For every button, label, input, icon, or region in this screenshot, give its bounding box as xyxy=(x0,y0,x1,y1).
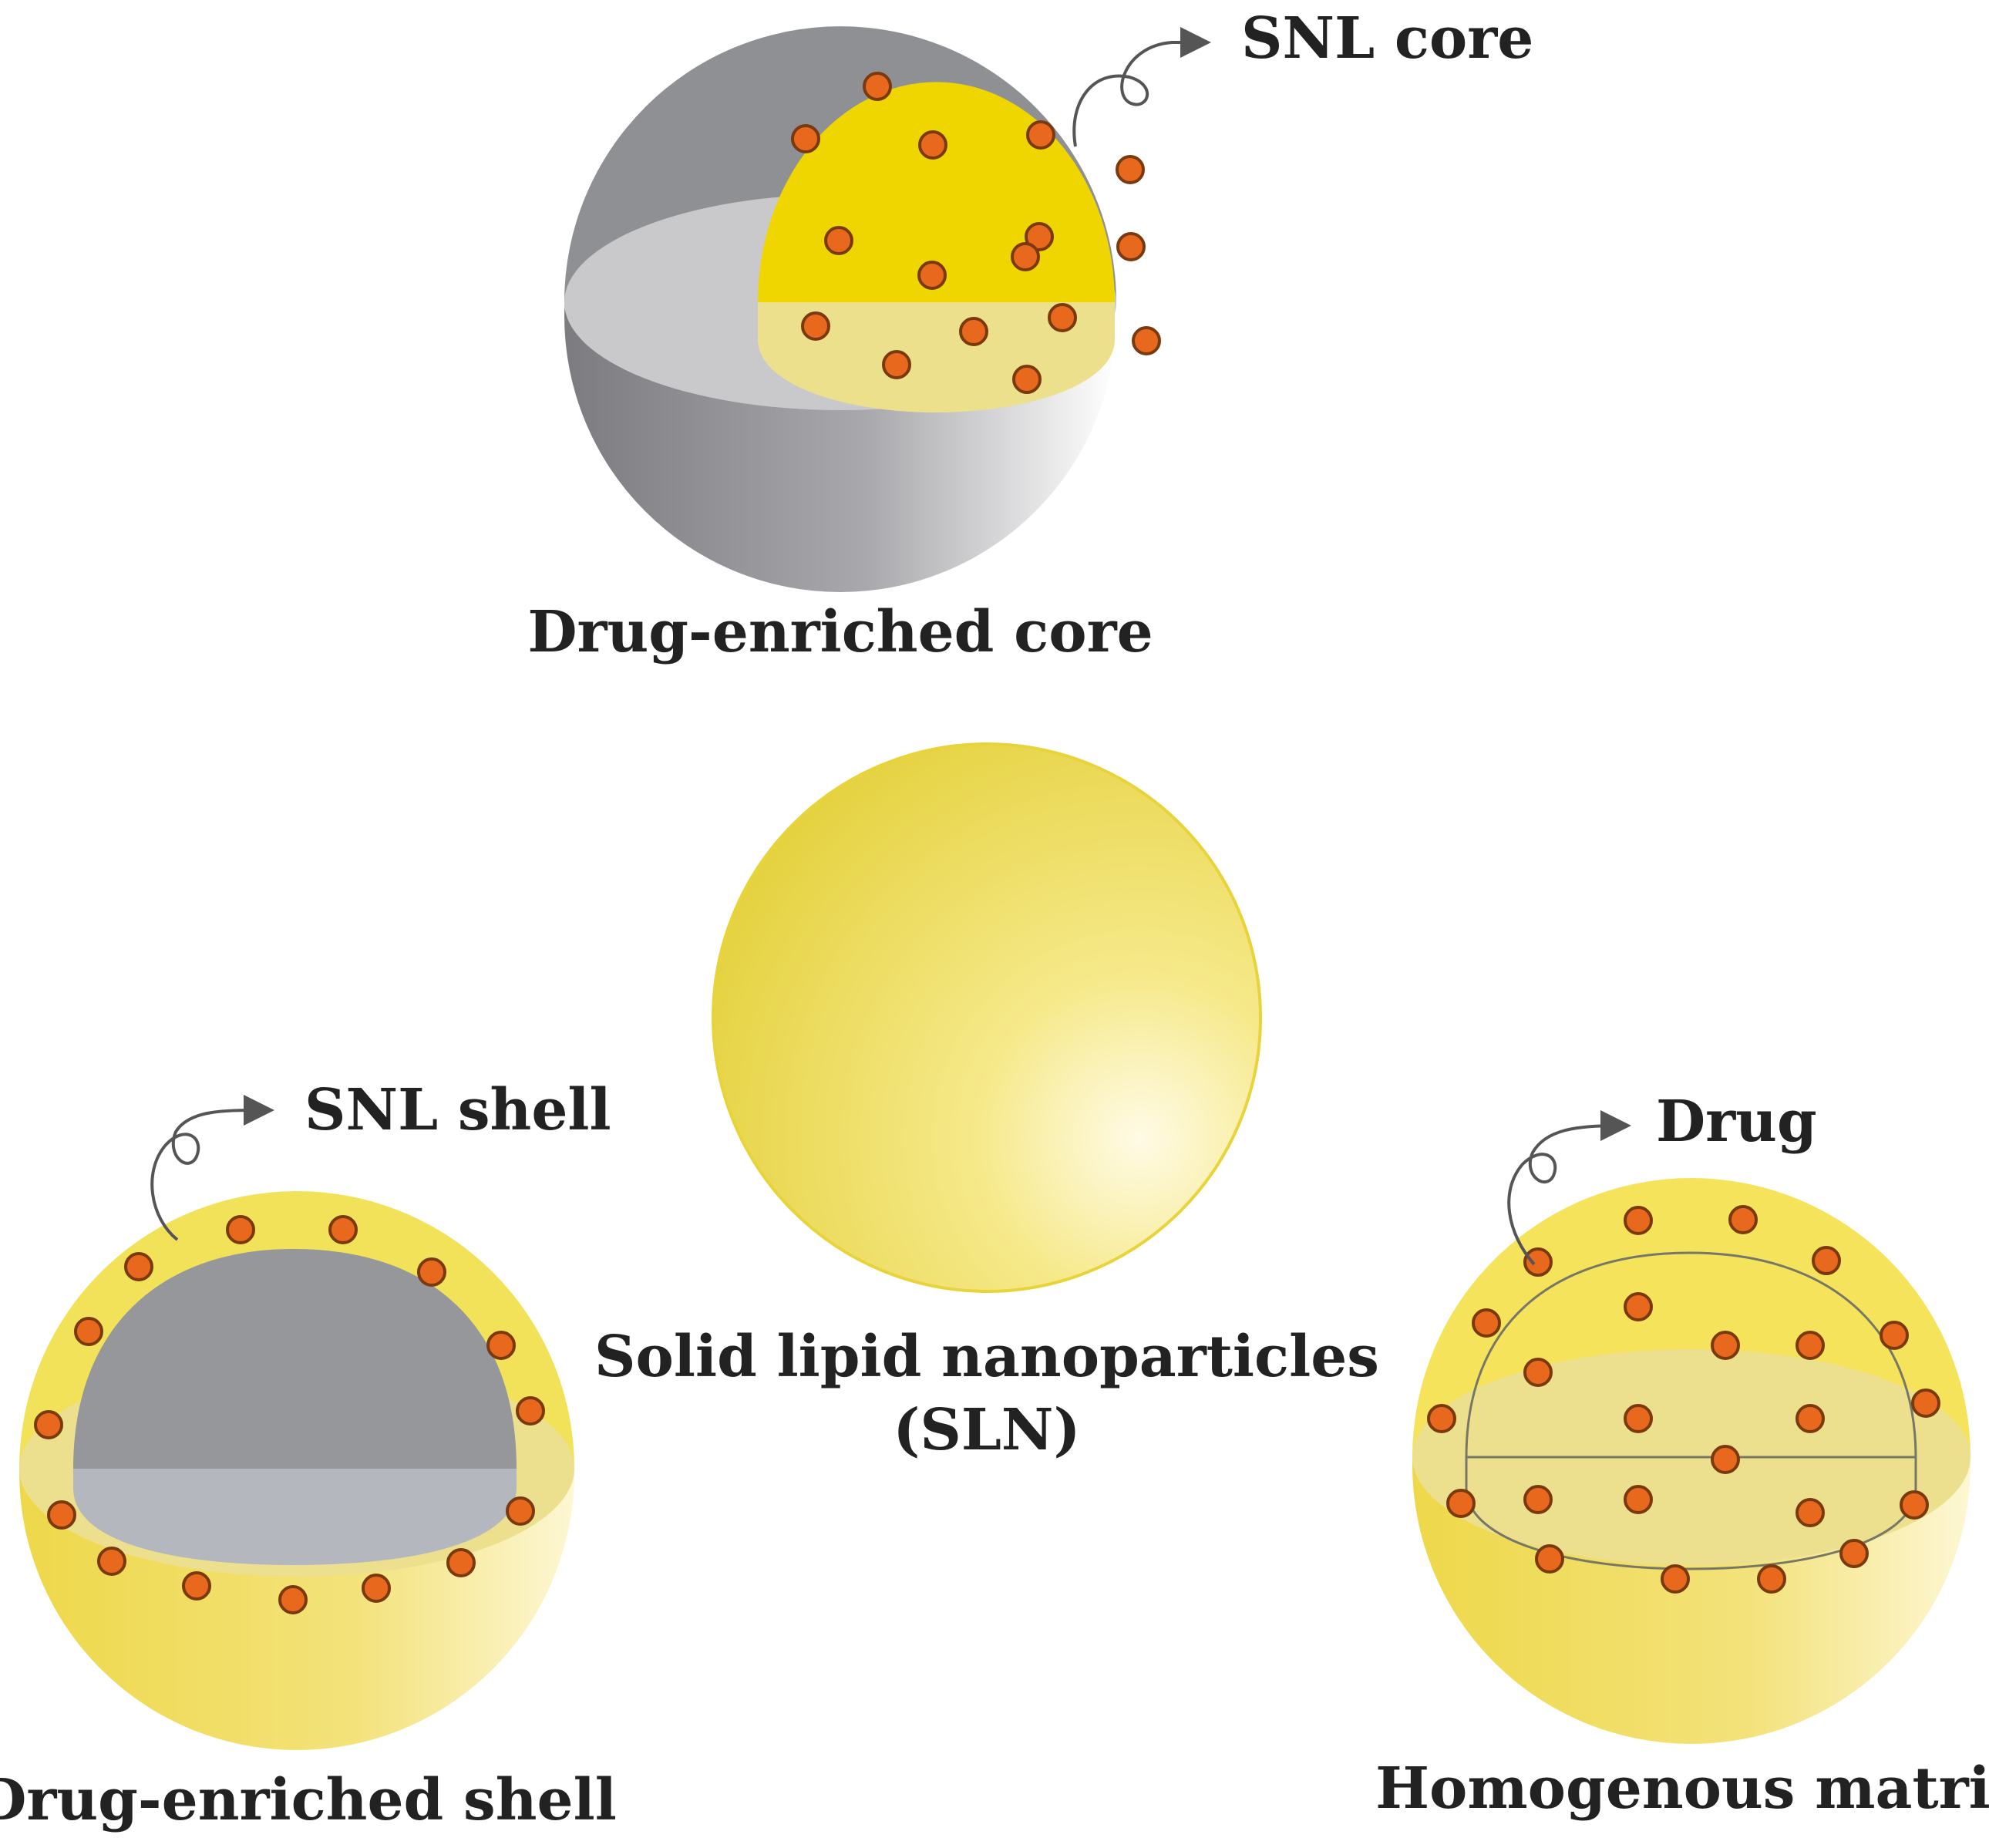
drug-dot xyxy=(918,130,947,160)
drug-dot xyxy=(1795,1404,1825,1433)
drug-dot xyxy=(1624,1404,1653,1433)
drug-dot xyxy=(1795,1498,1825,1527)
drug-dot xyxy=(1624,1485,1653,1514)
drug-dot xyxy=(328,1215,358,1244)
drug-dot xyxy=(1048,303,1077,332)
matrix-particle xyxy=(1412,1178,1970,1744)
drug-dot xyxy=(824,226,853,255)
sln-sphere xyxy=(712,742,1262,1293)
drug-dot xyxy=(959,317,988,346)
drug-dot xyxy=(124,1252,153,1281)
drug-dot xyxy=(47,1500,76,1530)
callout-arrow-drug xyxy=(1507,1110,1631,1266)
drug-dot xyxy=(226,1215,255,1244)
drug-dot xyxy=(1880,1321,1909,1350)
callout-arrow-shell xyxy=(150,1095,274,1241)
drug-dot xyxy=(34,1410,63,1439)
drug-dot xyxy=(801,311,830,341)
drug-dot xyxy=(486,1331,516,1360)
drug-dot xyxy=(417,1257,446,1287)
core-particle xyxy=(564,26,1161,592)
drug-dot xyxy=(1116,232,1146,261)
drug-dot xyxy=(1446,1489,1476,1518)
drug-dot xyxy=(917,261,947,290)
drug-dot xyxy=(1624,1206,1653,1235)
drug-dot xyxy=(506,1496,535,1526)
drug-dot xyxy=(1711,1445,1740,1474)
drug-dot xyxy=(1472,1308,1501,1338)
drug-dot xyxy=(278,1585,308,1614)
drug-dot xyxy=(1116,155,1145,184)
callout-label-shell: SNL shell xyxy=(305,1077,611,1143)
drug-dot xyxy=(1900,1490,1929,1520)
core-drug-dots xyxy=(791,72,1161,394)
callout-label-core: SNL core xyxy=(1241,5,1533,72)
drug-dot xyxy=(1728,1205,1758,1234)
drug-dot xyxy=(182,1571,211,1601)
drug-dot xyxy=(362,1574,391,1603)
matrix-drug-dots xyxy=(1427,1205,1940,1594)
sln-title-line1: Solid lipid nanoparticles xyxy=(594,1324,1379,1390)
drug-dot xyxy=(1427,1404,1456,1433)
drug-dot xyxy=(1661,1564,1690,1594)
caption-drug-enriched-core: Drug-enriched core xyxy=(527,599,1153,665)
callout-arrow-core xyxy=(1072,27,1211,147)
drug-dot xyxy=(1012,365,1042,394)
matrix-inner-outline-front xyxy=(1465,1457,1917,1570)
drug-dot xyxy=(863,72,892,101)
shell-gray-core-front xyxy=(73,1469,517,1565)
drug-dot xyxy=(1535,1544,1564,1574)
caption-homogenous-matrix: Homogenous matrix xyxy=(1375,1755,1989,1822)
drug-dot xyxy=(1523,1358,1553,1387)
sln-title-line2: (SLN) xyxy=(893,1397,1080,1463)
drug-dot xyxy=(74,1317,103,1346)
drug-dot xyxy=(1624,1292,1653,1321)
drug-dot xyxy=(1132,326,1161,355)
matrix-inner-outline xyxy=(1465,1251,1917,1458)
shell-particle xyxy=(19,1191,574,1750)
drug-dot xyxy=(1911,1389,1940,1418)
drug-dot xyxy=(1523,1485,1553,1514)
shell-drug-dots xyxy=(34,1215,545,1614)
shell-gray-core-back xyxy=(73,1249,517,1469)
drug-dot xyxy=(1026,120,1055,150)
drug-dot xyxy=(516,1396,545,1426)
drug-dot xyxy=(1011,242,1040,271)
caption-drug-enriched-shell: Drug-enriched shell xyxy=(0,1767,617,1833)
drug-dot xyxy=(791,124,820,153)
callout-label-drug: Drug xyxy=(1656,1089,1817,1155)
drug-dot xyxy=(1523,1247,1553,1277)
drug-dot xyxy=(1812,1246,1841,1275)
drug-dot xyxy=(882,350,911,379)
drug-dot xyxy=(97,1547,126,1576)
drug-dot xyxy=(1839,1539,1869,1568)
drug-dot xyxy=(1795,1331,1825,1360)
drug-dot xyxy=(1025,222,1054,251)
drug-dot xyxy=(1757,1564,1786,1594)
drug-dot xyxy=(1711,1331,1740,1360)
drug-dot xyxy=(446,1548,476,1577)
